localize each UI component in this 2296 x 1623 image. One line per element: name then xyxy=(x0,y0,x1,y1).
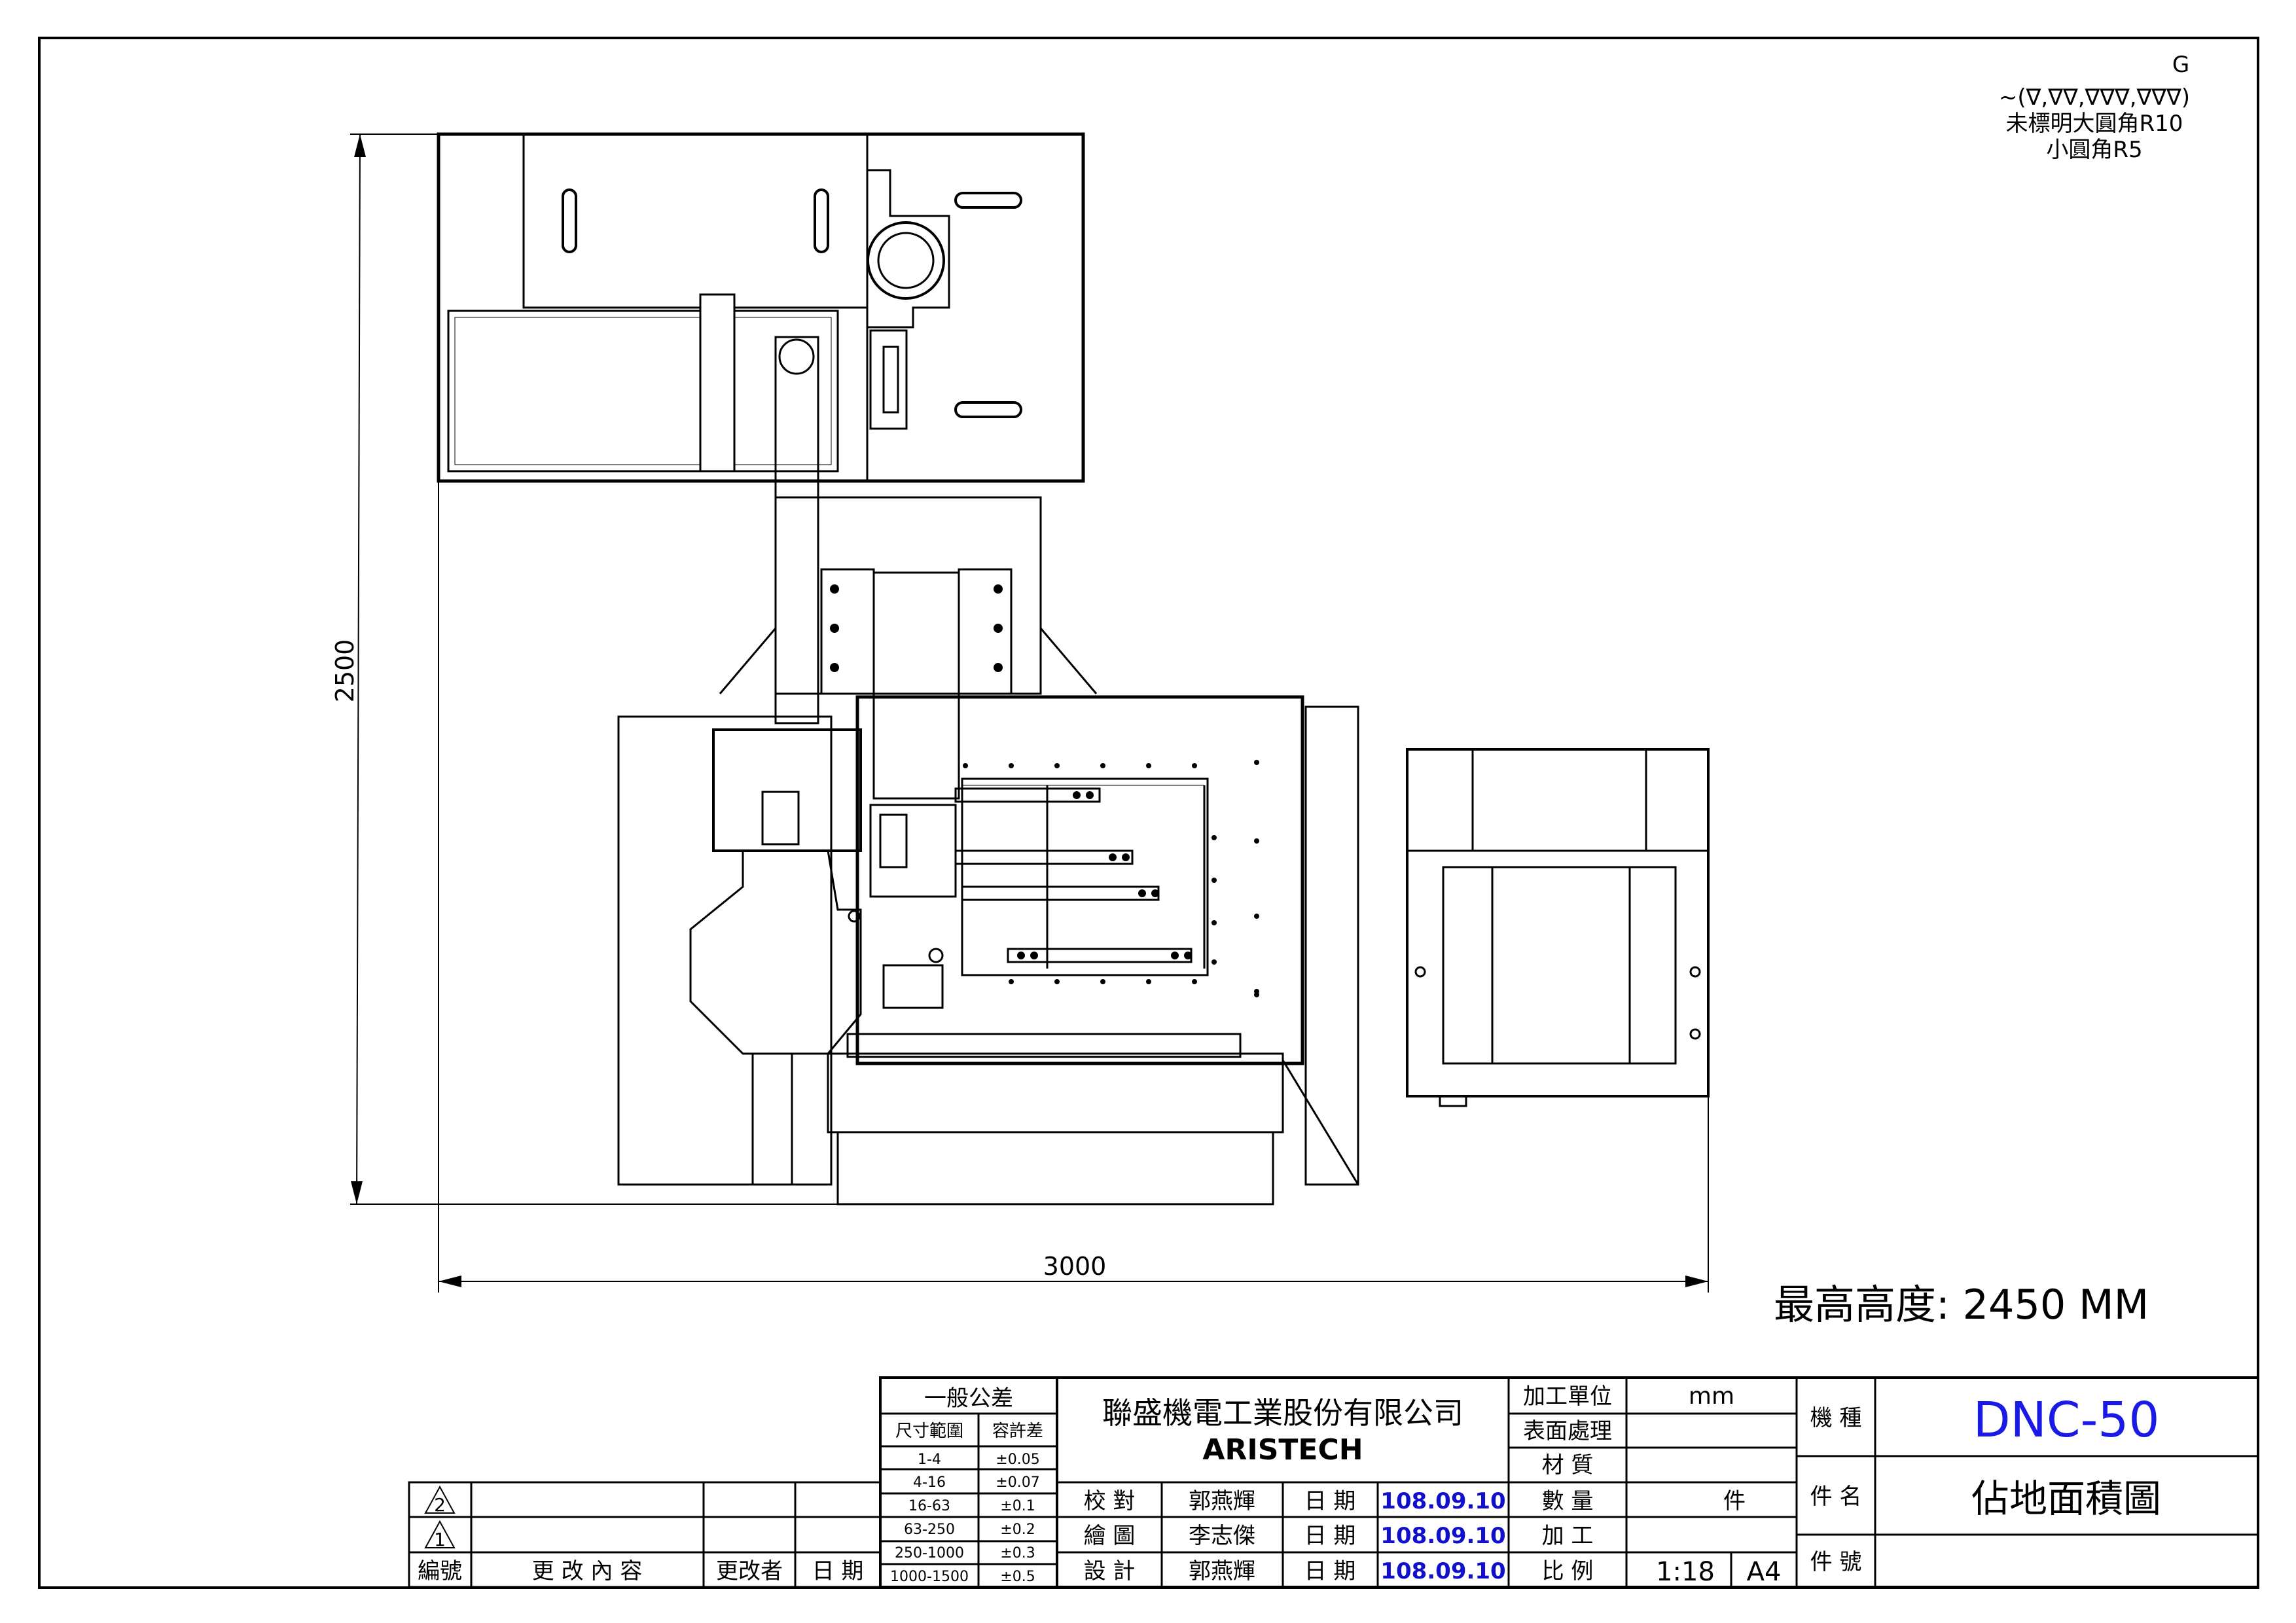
svg-text:1-4: 1-4 xyxy=(918,1452,941,1468)
part-no-label: 件 號 xyxy=(1810,1549,1862,1575)
svg-text:±0.07: ±0.07 xyxy=(996,1474,1039,1491)
title-block xyxy=(408,1376,2259,1588)
signoff-rows: 校 對 郭燕輝 日 期 108.09.10 繪 圖 李志傑 日 期 108.09… xyxy=(1084,1488,1506,1584)
svg-text:加 工: 加 工 xyxy=(1542,1523,1594,1549)
revision-date-header: 日 期 xyxy=(812,1558,864,1584)
part-name-label: 件 名 xyxy=(1810,1484,1862,1510)
svg-text:郭燕輝: 郭燕輝 xyxy=(1189,1488,1255,1514)
svg-text:日 期: 日 期 xyxy=(1304,1488,1356,1514)
svg-text:108.09.10: 108.09.10 xyxy=(1380,1488,1505,1514)
surface-finish-note: G ~(∇,∇∇,∇∇∇,∇∇∇) 未標明大圓角R10 小圓角R5 xyxy=(1999,52,2190,163)
svg-text:108.09.10: 108.09.10 xyxy=(1380,1523,1505,1549)
model-value: DNC-50 xyxy=(1973,1392,2160,1448)
table-holes xyxy=(830,584,1259,997)
svg-text:±0.5: ±0.5 xyxy=(1000,1569,1035,1585)
svg-text:16-63: 16-63 xyxy=(908,1498,950,1514)
revision-mark-2: 2 xyxy=(434,1494,446,1516)
company-name-zh: 聯盛機電工業股份有限公司 xyxy=(1102,1395,1463,1431)
svg-text:比 例: 比 例 xyxy=(1542,1558,1594,1584)
svg-text:±0.2: ±0.2 xyxy=(1000,1522,1035,1538)
svg-text:63-250: 63-250 xyxy=(904,1522,955,1538)
svg-text:4-16: 4-16 xyxy=(913,1474,946,1491)
svg-text:108.09.10: 108.09.10 xyxy=(1380,1558,1505,1584)
tolerance-range-header: 尺寸範圍 xyxy=(895,1421,963,1441)
svg-text:郭燕輝: 郭燕輝 xyxy=(1189,1558,1255,1584)
dimension-arrows xyxy=(351,134,1708,1287)
revision-by-header: 更改者 xyxy=(716,1558,783,1584)
svg-text:±0.1: ±0.1 xyxy=(1000,1498,1035,1514)
svg-text:表面處理: 表面處理 xyxy=(1523,1418,1612,1444)
svg-text:材 質: 材 質 xyxy=(1542,1452,1594,1478)
svg-text:±0.05: ±0.05 xyxy=(996,1452,1039,1468)
svg-text:G: G xyxy=(2172,52,2189,78)
svg-text:校 對: 校 對 xyxy=(1084,1488,1136,1514)
svg-text:小圓角R5: 小圓角R5 xyxy=(2046,137,2142,163)
max-height-label: 最高高度: 2450 MM xyxy=(1774,1281,2149,1329)
svg-text:日 期: 日 期 xyxy=(1304,1558,1356,1584)
revision-content-header: 更 改 內 容 xyxy=(532,1558,642,1584)
svg-text:1:18: 1:18 xyxy=(1656,1557,1715,1587)
tolerance-rows: 1-4 ±0.05 4-16 ±0.07 16-63 ±0.1 63-250 ±… xyxy=(890,1452,1040,1585)
svg-text:A4: A4 xyxy=(1747,1557,1782,1587)
machine-outline xyxy=(437,132,1710,1205)
svg-text:mm: mm xyxy=(1689,1383,1734,1410)
width-dimension: 3000 xyxy=(1043,1252,1107,1281)
svg-text:設 計: 設 計 xyxy=(1084,1558,1136,1584)
model-label: 機 種 xyxy=(1810,1405,1862,1431)
spec-cells: 加工單位 mm 表面處理 材 質 數 量 件 加 工 比 例 1:18 A4 xyxy=(1523,1383,1781,1587)
svg-text:±0.3: ±0.3 xyxy=(1000,1545,1035,1561)
revision-no-header: 編號 xyxy=(418,1558,462,1584)
svg-text:日 期: 日 期 xyxy=(1304,1523,1356,1549)
svg-text:未標明大圓角R10: 未標明大圓角R10 xyxy=(2006,111,2183,137)
tolerance-value-header: 容許差 xyxy=(992,1421,1043,1441)
svg-text:加工單位: 加工單位 xyxy=(1523,1383,1612,1410)
svg-text:數 量: 數 量 xyxy=(1542,1488,1594,1514)
svg-text:繪 圖: 繪 圖 xyxy=(1084,1523,1136,1549)
revision-mark-1: 1 xyxy=(434,1529,446,1550)
svg-text:李志傑: 李志傑 xyxy=(1189,1523,1255,1549)
dimension-lines xyxy=(350,134,1709,1293)
svg-text:~(∇,∇∇,∇∇∇,∇∇∇): ~(∇,∇∇,∇∇∇,∇∇∇) xyxy=(1999,84,2190,111)
tolerance-title: 一般公差 xyxy=(924,1385,1013,1412)
company-name-en: ARISTECH xyxy=(1202,1433,1363,1467)
svg-text:件: 件 xyxy=(1723,1488,1746,1514)
svg-text:1000-1500: 1000-1500 xyxy=(890,1569,969,1585)
drawing-border xyxy=(38,37,2259,1589)
height-dimension: 2500 xyxy=(331,639,359,703)
part-name-value: 佔地面積圖 xyxy=(1971,1476,2161,1521)
svg-text:250-1000: 250-1000 xyxy=(895,1545,964,1561)
